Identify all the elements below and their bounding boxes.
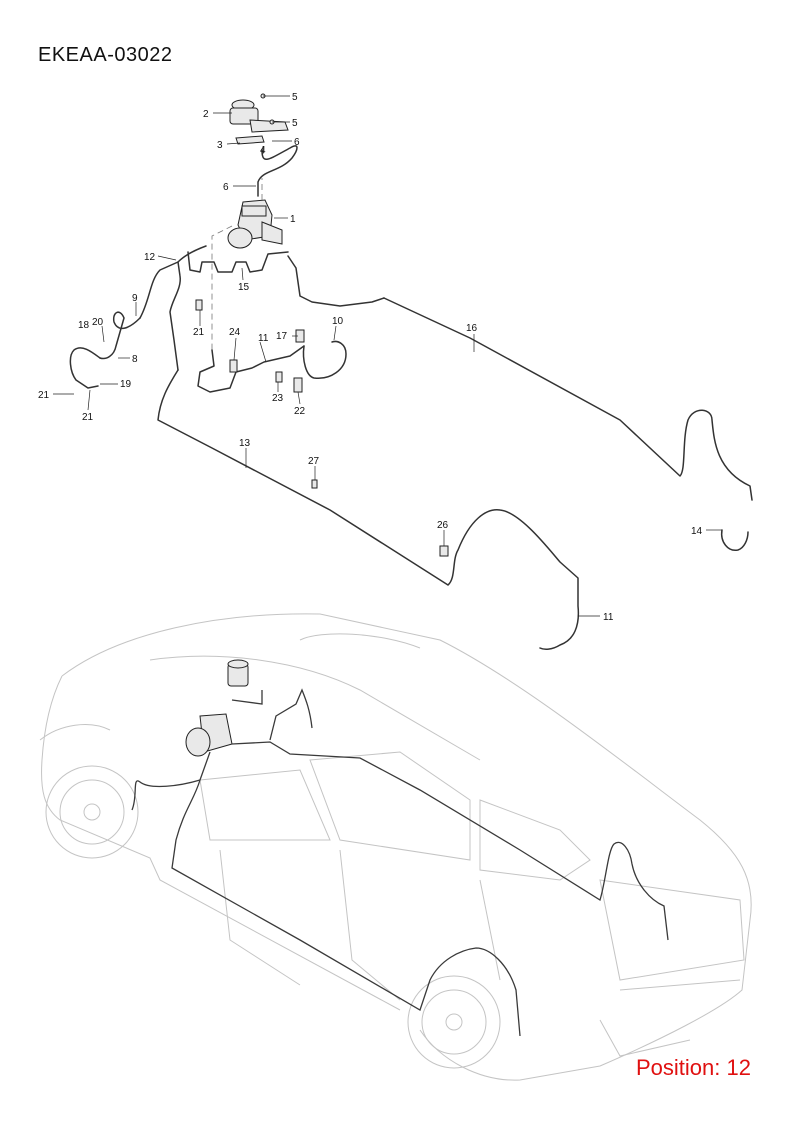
callout-10: 11 bbox=[258, 333, 269, 344]
callout-27: 27 bbox=[308, 456, 320, 467]
callout-5: 4 bbox=[260, 145, 266, 156]
callout-21: 21 bbox=[82, 412, 94, 423]
callout-24: 23 bbox=[272, 393, 284, 404]
callout-19: 19 bbox=[120, 379, 132, 390]
callout-25: 24 bbox=[229, 327, 241, 338]
callout-22: 21 bbox=[193, 327, 205, 338]
exploded-parts-view bbox=[69, 93, 753, 650]
callout-17: 17 bbox=[276, 331, 288, 342]
callout-6: 6 bbox=[223, 182, 229, 193]
callout-20: 20 bbox=[92, 317, 104, 328]
callout-1: 1 bbox=[290, 214, 296, 225]
car-outline bbox=[39, 613, 752, 1081]
callout-15: 15 bbox=[238, 282, 250, 293]
callout-26: 26 bbox=[437, 520, 449, 531]
brake-booster-unit bbox=[211, 178, 283, 350]
position-label: Position: 12 bbox=[636, 1055, 751, 1080]
car-brake-lines bbox=[131, 659, 669, 1037]
callout-11: 11 bbox=[603, 612, 614, 623]
callout-14: 14 bbox=[691, 526, 703, 537]
callout-16: 16 bbox=[466, 323, 478, 334]
callout-13: 13 bbox=[239, 438, 251, 449]
brake-fluid-reservoir bbox=[229, 93, 289, 145]
page-title: EKEAA-03022 bbox=[38, 44, 173, 66]
callout-2: 2 bbox=[203, 109, 209, 120]
callout-6: 6 bbox=[294, 137, 300, 148]
callout-8: 9 bbox=[132, 293, 138, 304]
callout-12: 12 bbox=[144, 252, 156, 263]
callout-21: 21 bbox=[38, 390, 50, 401]
callout-18: 18 bbox=[78, 320, 90, 331]
callout-labels: 5 2 5 3 6 4 6 1 12 15 9 16 18 20 8 11 17… bbox=[38, 92, 703, 623]
callout-7: 8 bbox=[132, 354, 138, 365]
callout-4: 5 bbox=[292, 92, 298, 103]
callout-3: 3 bbox=[217, 140, 223, 151]
leader-lines bbox=[53, 95, 722, 617]
callout-4: 5 bbox=[292, 118, 298, 129]
callout-23: 22 bbox=[294, 406, 306, 417]
callout-9: 10 bbox=[332, 316, 344, 327]
